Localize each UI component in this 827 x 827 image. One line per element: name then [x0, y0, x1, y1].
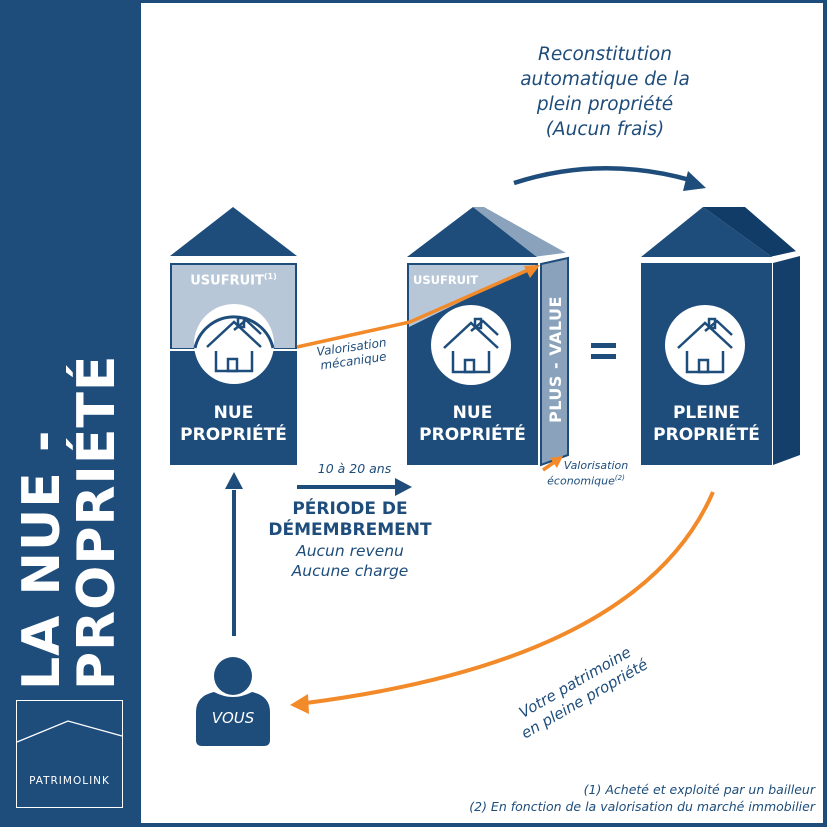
valorisation-economique-line-1: Valorisation	[563, 459, 629, 472]
house-left	[170, 207, 297, 465]
house-left-usufruit-label: USUFRUIT(1)	[171, 272, 296, 288]
footnote-1: (1) Acheté et exploité par un bailleur	[583, 782, 815, 797]
house-middle-usufruit-label: USUFRUIT	[413, 273, 479, 287]
house-middle	[407, 207, 569, 467]
valorisation-economique-label: Valorisation économique(2)	[536, 460, 636, 488]
reconstitution-line-4: (Aucun frais)	[545, 119, 665, 140]
usufruit-note: (1)	[263, 272, 277, 281]
periode-arrow	[297, 478, 412, 496]
house-right-roof-side	[703, 207, 797, 257]
valorisation-mecanique-arrow	[296, 265, 540, 349]
periode-sub-2: Aucune charge	[291, 562, 409, 580]
house-left-label-1: NUE	[213, 403, 254, 423]
reconstitution-line-2: automatique de la	[520, 69, 690, 90]
house-icon	[443, 317, 499, 374]
equals-sign	[591, 343, 616, 359]
valorisation-economique-arrow	[542, 456, 563, 472]
side-banner: LA NUE - PROPRIÉTÉ PATRIMOLINK	[0, 0, 141, 827]
periode-title-1: PÉRIODE DE	[292, 499, 408, 519]
house-right	[641, 207, 800, 465]
usufruit-text: USUFRUIT	[190, 273, 264, 289]
house-middle-roof	[407, 207, 537, 257]
valorisation-economique-note: (2)	[614, 474, 625, 482]
reconstitution-arrow	[513, 166, 706, 191]
reconstitution-label: Reconstitution automatique de la plein p…	[500, 42, 710, 142]
logo-roof-icon	[16, 719, 122, 743]
house-right-roof	[641, 207, 772, 257]
periode-sub-1: Aucun revenu	[296, 542, 404, 560]
footnote-2: (2) En fonction de la valorisation du ma…	[469, 799, 815, 814]
house-middle-label: NUE PROPRIÉTÉ	[407, 402, 538, 446]
periode-duration: 10 à 20 ans	[317, 461, 392, 476]
house-right-circle	[665, 305, 745, 385]
house-middle-plusvalue-side	[540, 256, 569, 467]
house-middle-label-2: PROPRIÉTÉ	[419, 425, 526, 445]
house-icon	[677, 317, 733, 374]
house-right-side	[773, 256, 800, 465]
house-right-label-2: PROPRIÉTÉ	[653, 425, 760, 445]
reconstitution-line-3: plein propriété	[536, 94, 674, 115]
footnotes: (1) Acheté et exploité par un bailleur (…	[440, 781, 815, 815]
house-middle-circle	[431, 305, 511, 385]
reconstitution-line-1: Reconstitution	[538, 44, 672, 65]
house-right-label: PLEINE PROPRIÉTÉ	[641, 402, 772, 446]
patrimoine-arrow	[290, 491, 715, 714]
patrimolink-logo: PATRIMOLINK	[16, 700, 123, 808]
plus-value-label: PLUS - VALUE	[546, 296, 565, 423]
house-middle-roof-side	[473, 207, 568, 257]
periode-block: PÉRIODE DE DÉMEMBREMENT Aucun revenu Auc…	[255, 499, 445, 581]
brand-name: PATRIMOLINK	[29, 775, 110, 787]
house-left-label: NUE PROPRIÉTÉ	[170, 402, 297, 446]
house-left-roof	[170, 207, 297, 256]
periode-title-2: DÉMEMBREMENT	[268, 520, 432, 540]
house-middle-label-1: NUE	[452, 403, 493, 423]
house-right-label-1: PLEINE	[672, 403, 741, 423]
valorisation-economique-line-2: économique	[547, 474, 615, 488]
house-left-circle	[194, 304, 274, 384]
vous-label: VOUS	[211, 709, 255, 727]
house-left-label-2: PROPRIÉTÉ	[180, 425, 287, 445]
house-icon	[206, 316, 262, 373]
person-icon	[196, 657, 270, 746]
vous-up-arrow	[225, 472, 243, 636]
